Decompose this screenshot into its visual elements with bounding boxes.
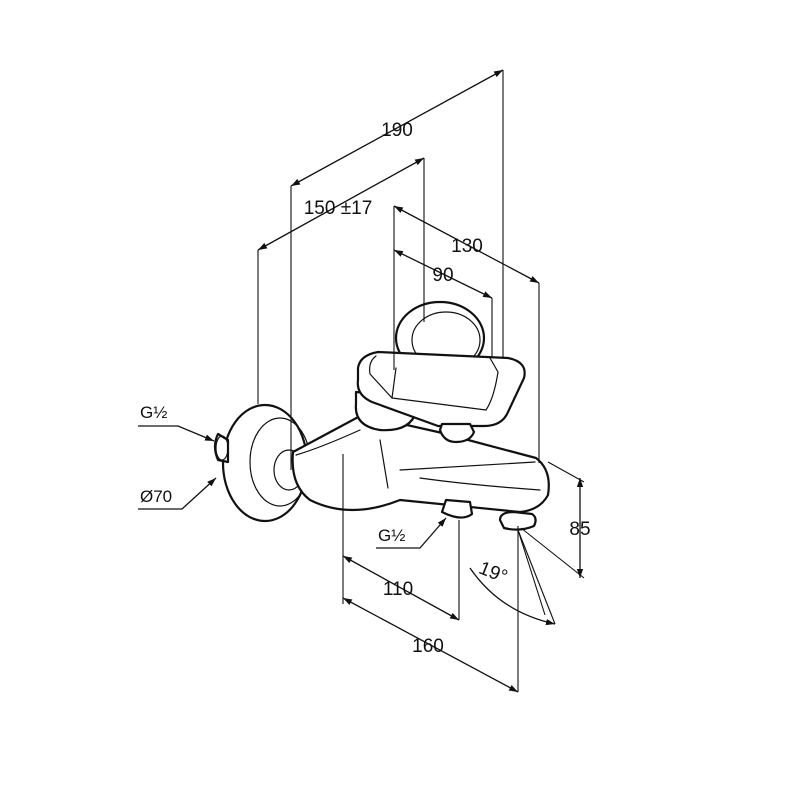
label-rosette-diameter: Ø70: [140, 487, 172, 506]
lever-handle: [356, 350, 526, 444]
dim-line-90: [393, 249, 493, 299]
callout-labels: G½ Ø70 G½: [140, 403, 405, 545]
dim-line-150: [257, 157, 425, 251]
leader-rosette-diameter: [138, 477, 217, 510]
spout-nozzle: [498, 510, 537, 531]
label-190: 190: [381, 120, 413, 141]
dim-line-160: [342, 597, 519, 693]
label-150: 150 ±17: [304, 198, 373, 219]
label-19deg: 19°: [476, 558, 511, 588]
label-130: 130: [451, 236, 483, 257]
label-wall-connection: G½: [140, 403, 167, 422]
dim-arc-19deg: [469, 567, 556, 626]
bottom-outlet: [440, 498, 474, 519]
label-85: 85: [569, 519, 590, 540]
mixer-body: [291, 413, 550, 514]
front-rosette: [213, 403, 311, 523]
callout-leaders: [138, 425, 447, 549]
label-90: 90: [432, 265, 453, 286]
label-bottom-outlet: G½: [378, 526, 405, 545]
faucet-body-group: [213, 300, 550, 531]
leader-wall-connection: [138, 425, 215, 442]
leader-bottom-outlet: [376, 517, 447, 549]
dim-line-130: [393, 205, 540, 284]
dimension-labels: 190 150 ±17 130 90 85 110 160 19°: [304, 120, 591, 657]
dimension-lines: [257, 69, 584, 693]
label-110: 110: [383, 579, 413, 600]
label-160: 160: [412, 636, 444, 657]
